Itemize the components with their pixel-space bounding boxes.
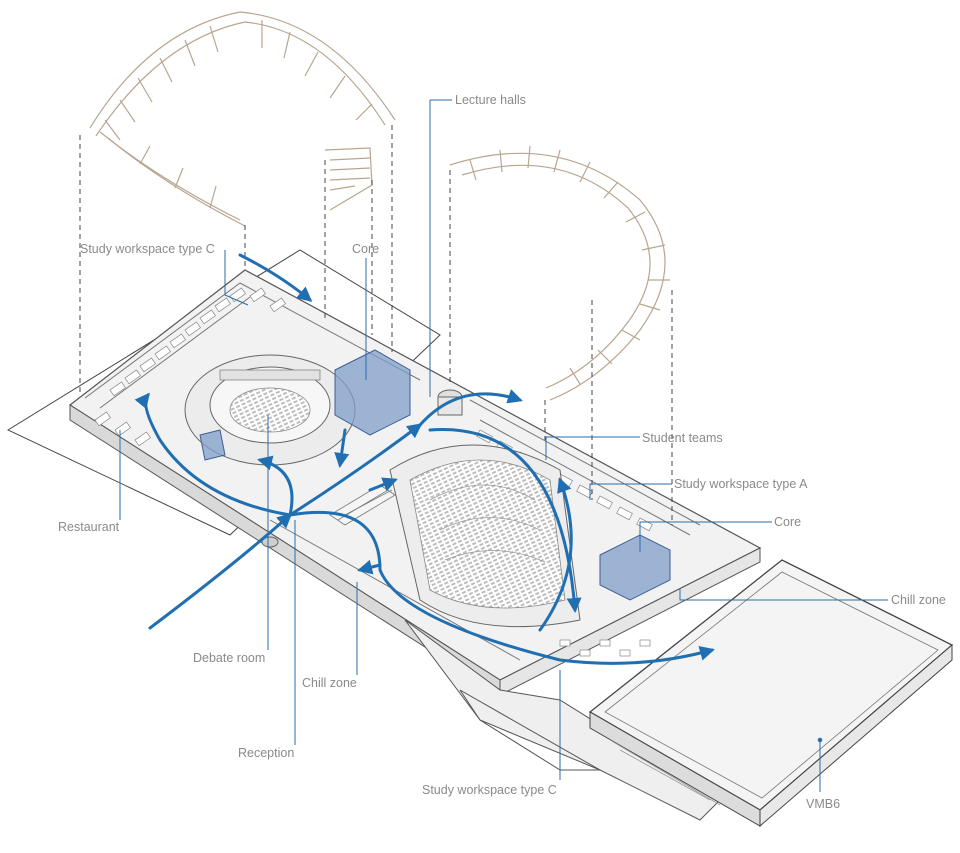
label-core-right: Core bbox=[774, 515, 802, 529]
circulation-arrows bbox=[134, 253, 715, 665]
vmb6-block bbox=[588, 559, 954, 828]
label-core-top: Core bbox=[352, 242, 380, 256]
label-chill-zone-bottom: Chill zone bbox=[302, 676, 357, 690]
desk-cluster-left bbox=[94, 287, 286, 447]
label-student-teams: Student teams bbox=[642, 431, 723, 445]
ceiling-lattice-left bbox=[89, 11, 396, 227]
ceiling-lattice-right bbox=[449, 145, 670, 401]
ceiling-lattice-middle bbox=[324, 147, 373, 211]
label-reception: Reception bbox=[238, 746, 295, 760]
debate-room-geometry bbox=[184, 354, 356, 466]
label-study-workspace-c-bottom: Study workspace type C bbox=[422, 783, 557, 797]
lecture-hall-geometry bbox=[389, 444, 581, 628]
label-chill-zone-right: Chill zone bbox=[891, 593, 946, 607]
label-study-workspace-a: Study workspace type A bbox=[674, 477, 808, 491]
projection-lines bbox=[79, 125, 673, 525]
label-debate-room: Debate room bbox=[193, 651, 266, 665]
label-study-workspace-c-top: Study workspace type C bbox=[80, 242, 215, 256]
label-lecture-halls: Lecture halls bbox=[455, 93, 526, 107]
leader-lines bbox=[119, 99, 888, 792]
label-restaurant: Restaurant bbox=[58, 520, 120, 534]
label-vmb6: VMB6 bbox=[806, 797, 841, 811]
core-blocks bbox=[199, 349, 671, 601]
